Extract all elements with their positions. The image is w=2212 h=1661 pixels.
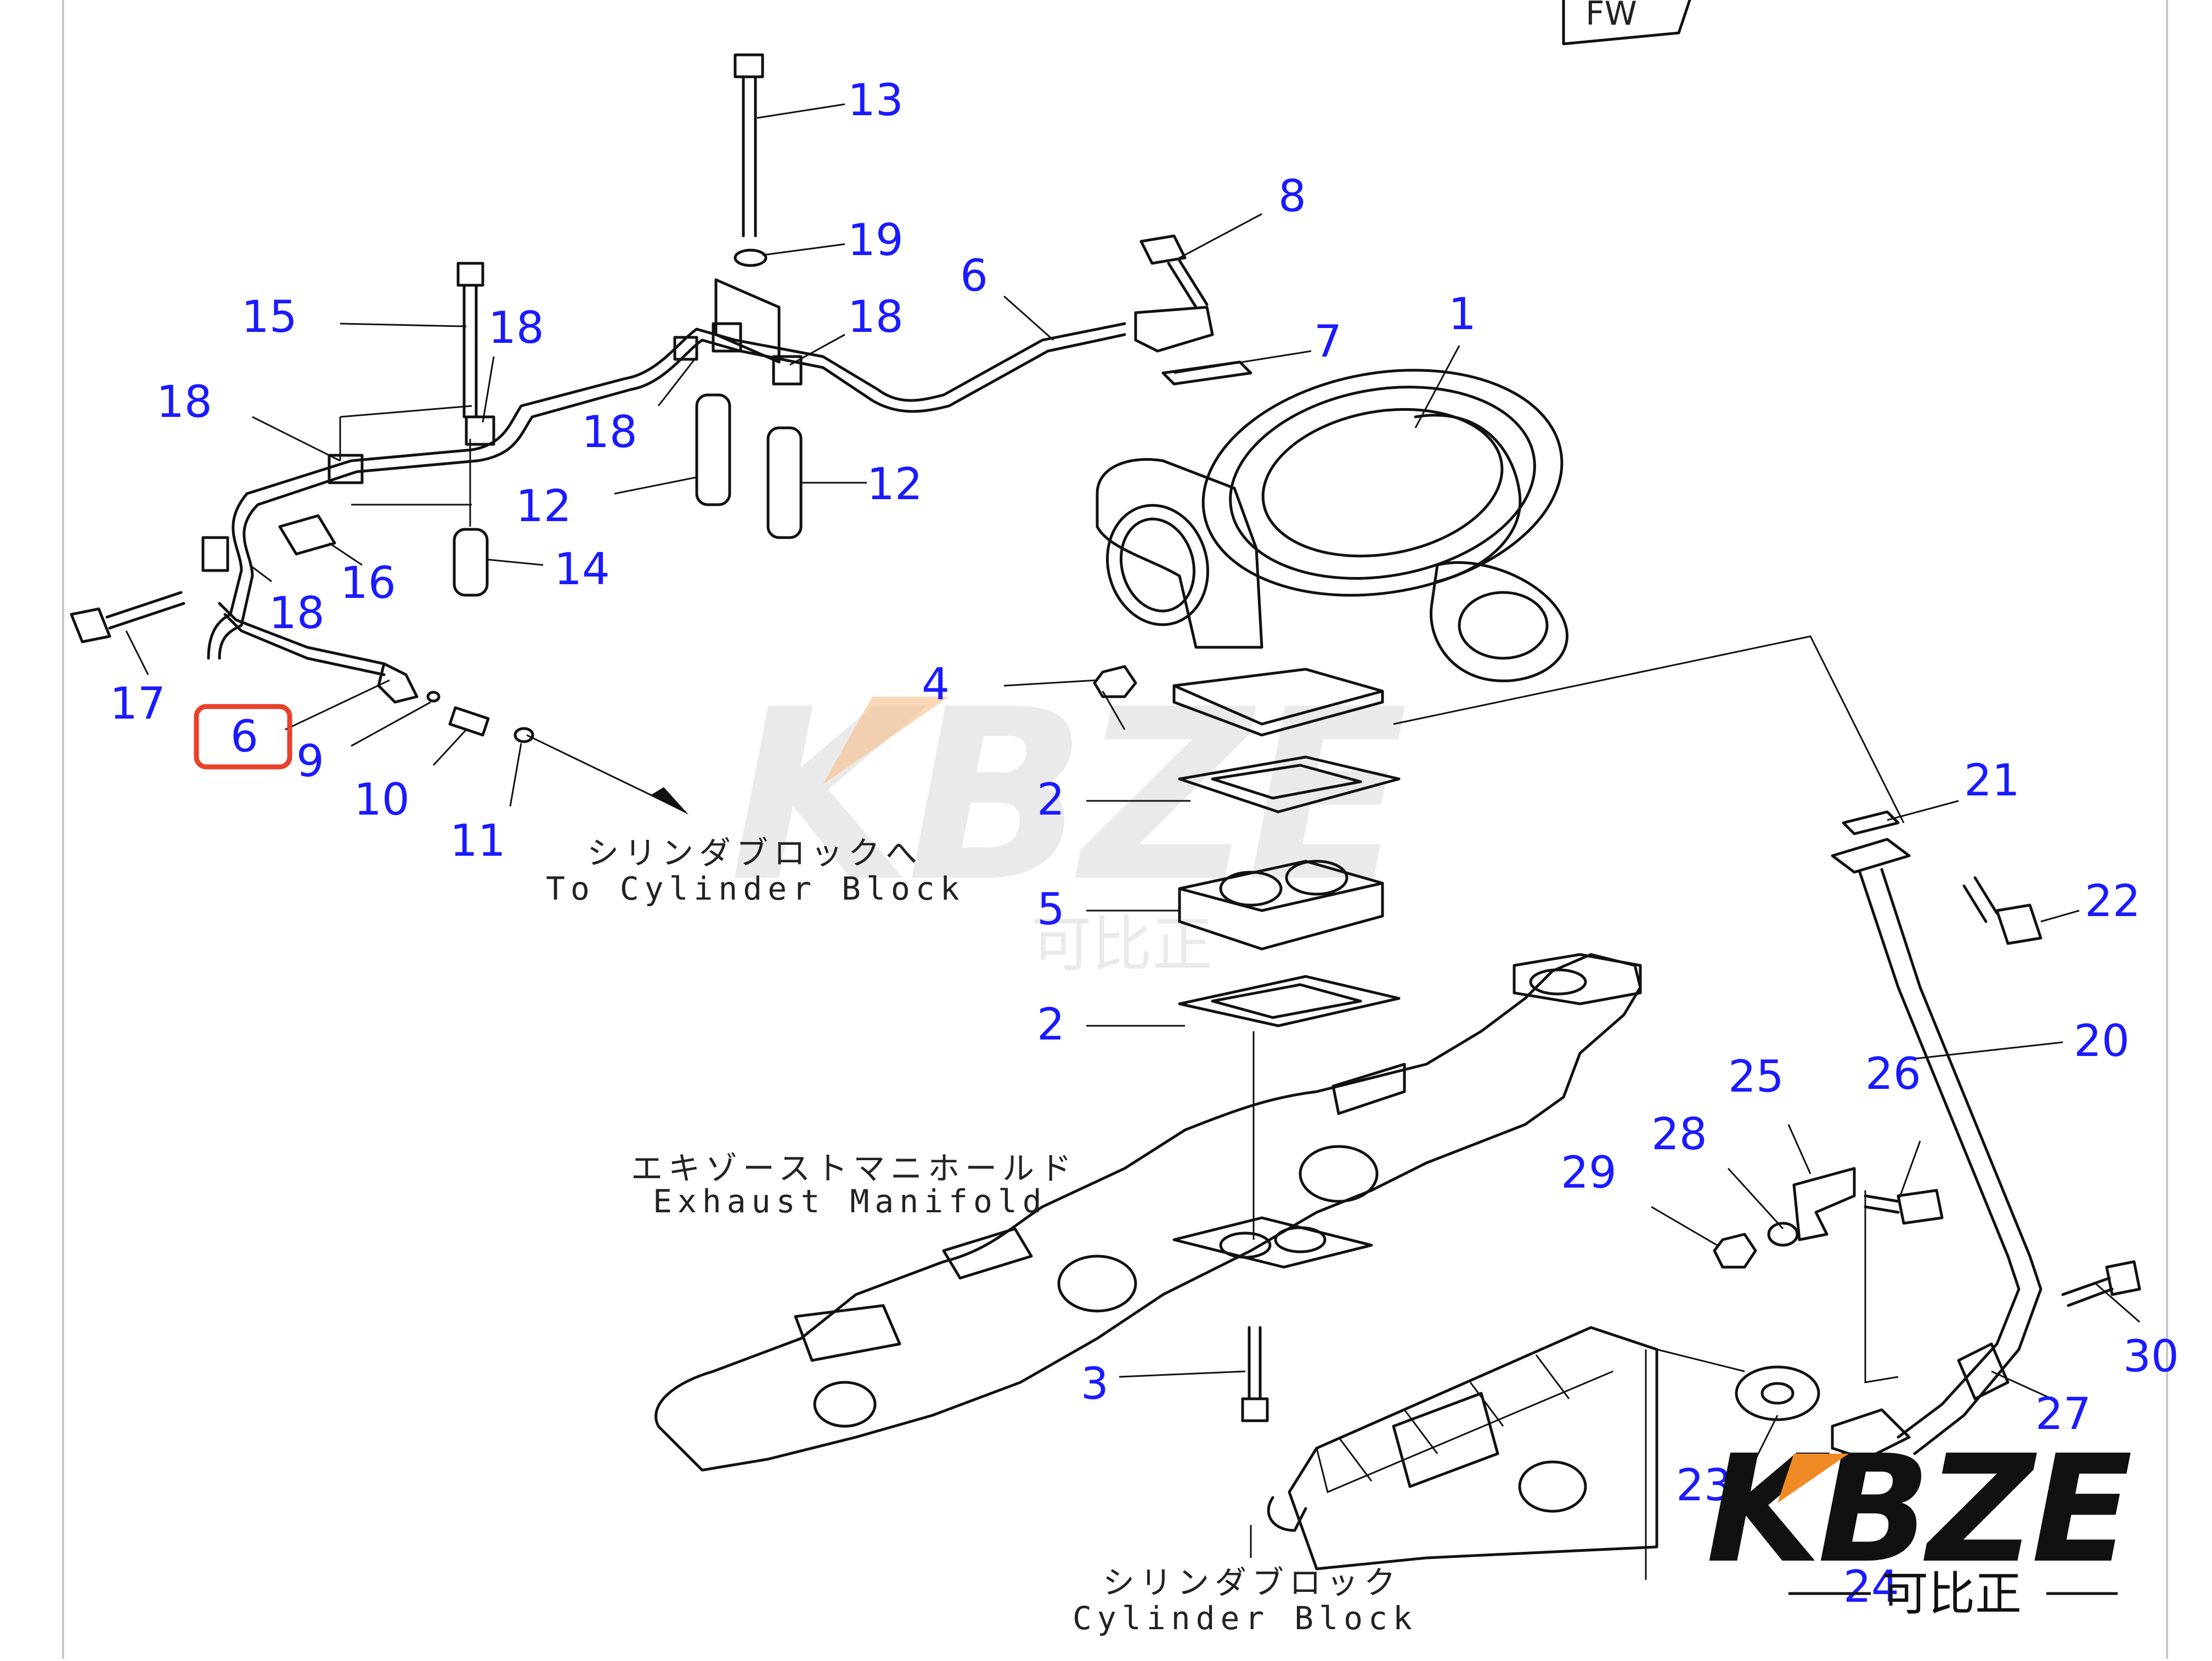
- callout-24[interactable]: 24: [1843, 1561, 1899, 1612]
- callout-20[interactable]: 20: [2074, 1015, 2130, 1066]
- callout-3[interactable]: 3: [1081, 1358, 1109, 1409]
- callout-28[interactable]: 28: [1651, 1109, 1707, 1160]
- leader-lines: [125, 103, 2140, 1471]
- cylinder-block: [1250, 1326, 1658, 1580]
- oil-drain-pipe: [1393, 635, 2141, 1547]
- callout-8[interactable]: 8: [1278, 171, 1306, 222]
- turbocharger: [1093, 234, 1568, 737]
- callout-12-right[interactable]: 12: [867, 459, 923, 510]
- callout-16[interactable]: 16: [340, 557, 396, 608]
- callout-21[interactable]: 21: [1964, 755, 2020, 806]
- front-direction-marker: FW: [1562, 0, 1691, 46]
- callout-6-bottom[interactable]: 6: [230, 711, 258, 762]
- callout-6-top[interactable]: 6: [960, 250, 988, 301]
- callouts: 13 19 8 6 18 18 15 18 18 7 1 12 12 14 16…: [110, 75, 2179, 1612]
- oil-feed-pipe: [70, 53, 1214, 815]
- callout-5[interactable]: 5: [1037, 884, 1065, 935]
- watermark-accent: [823, 697, 949, 784]
- callout-17[interactable]: 17: [110, 678, 166, 729]
- callout-25[interactable]: 25: [1728, 1051, 1784, 1102]
- brand-logo: KBZE 可比正: [1706, 1423, 2134, 1622]
- callout-23[interactable]: 23: [1676, 1460, 1732, 1511]
- callout-13[interactable]: 13: [848, 75, 904, 126]
- callout-7[interactable]: 7: [1314, 316, 1342, 367]
- callout-29[interactable]: 29: [1561, 1147, 1617, 1198]
- callout-2-upper[interactable]: 2: [1037, 774, 1065, 825]
- caption-to-cylinder-jp: シリンダブロックへ: [587, 834, 923, 872]
- callout-18-top-left[interactable]: 18: [488, 302, 544, 353]
- callout-27[interactable]: 27: [2035, 1388, 2091, 1439]
- callout-12-left[interactable]: 12: [516, 481, 572, 532]
- caption-to-cylinder-en: To Cylinder Block: [546, 870, 965, 907]
- brand-logo-accent: [1778, 1454, 1849, 1503]
- callout-22[interactable]: 22: [2085, 875, 2141, 926]
- exhaust-manifold: [654, 953, 1642, 1472]
- callout-18-left[interactable]: 18: [156, 376, 212, 427]
- caption-exhaust-jp: エキゾーストマニホールド: [631, 1150, 1077, 1187]
- caption-exhaust-en: Exhaust Manifold: [653, 1183, 1047, 1220]
- corner-mark-text: FW: [1585, 0, 1637, 33]
- caption-cylinder-jp: シリンダブロック: [1103, 1564, 1401, 1601]
- brand-logo-sub: 可比正: [1882, 1567, 2022, 1622]
- callout-18-mid[interactable]: 18: [582, 406, 637, 457]
- callout-19[interactable]: 19: [848, 214, 904, 265]
- callout-15[interactable]: 15: [241, 291, 297, 342]
- callout-18-lower[interactable]: 18: [269, 587, 325, 639]
- caption-cylinder-en: Cylinder Block: [1073, 1600, 1418, 1637]
- callout-9[interactable]: 9: [296, 736, 324, 787]
- brand-logo-text: KBZE: [1706, 1423, 2131, 1596]
- callout-26[interactable]: 26: [1865, 1048, 1921, 1099]
- callout-30[interactable]: 30: [2123, 1331, 2179, 1382]
- highlight-box-6: [194, 704, 292, 770]
- callout-11[interactable]: 11: [450, 815, 506, 866]
- captions: シリンダブロックへ To Cylinder Block エキゾーストマニホールド…: [546, 834, 1418, 1637]
- callout-2-lower[interactable]: 2: [1037, 999, 1065, 1050]
- gasket-stack: [1178, 755, 1401, 1240]
- callout-18-top-right[interactable]: 18: [848, 291, 904, 342]
- watermark-text: KBZE: [730, 659, 1406, 934]
- callout-10[interactable]: 10: [354, 774, 410, 825]
- callout-14[interactable]: 14: [554, 544, 610, 595]
- callout-4[interactable]: 4: [922, 659, 950, 710]
- callout-1[interactable]: 1: [1448, 289, 1476, 340]
- watermark: KBZE 可比正: [730, 659, 1411, 980]
